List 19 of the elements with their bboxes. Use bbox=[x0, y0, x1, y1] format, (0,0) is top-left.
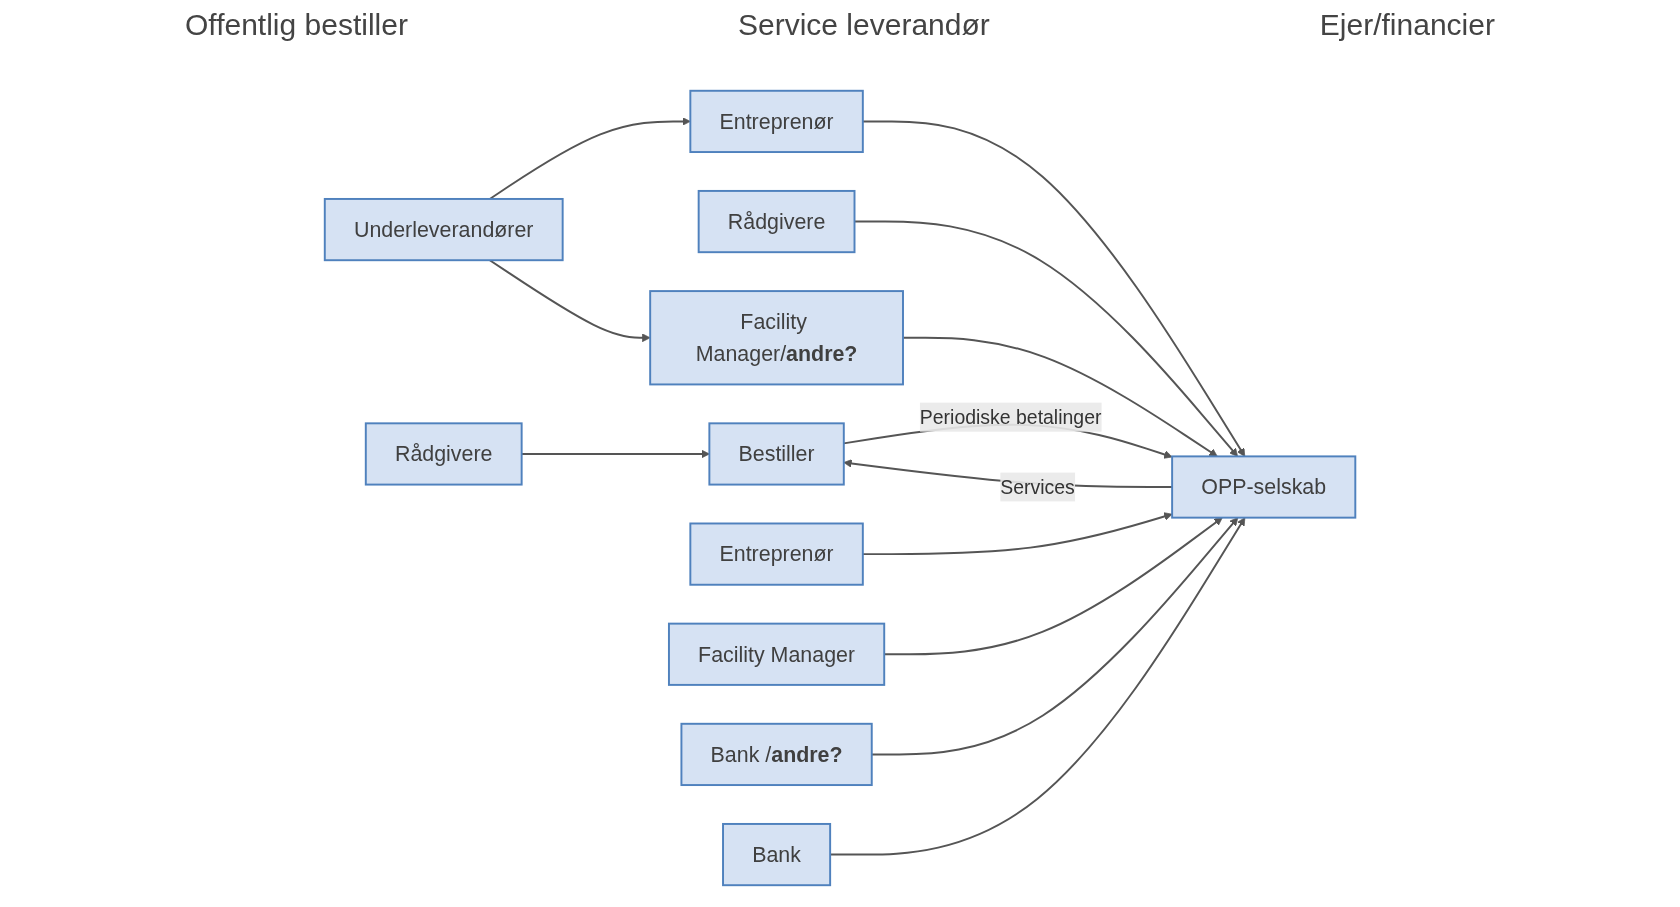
edge-label: Services bbox=[1000, 476, 1075, 498]
node-box: Entreprenør bbox=[689, 522, 864, 586]
node-box: Bank /andre? bbox=[680, 722, 873, 786]
edge-label: Periodiske betalinger bbox=[919, 406, 1102, 428]
node-box: Bank bbox=[722, 823, 832, 887]
column-heading: Ejer/financier bbox=[1319, 8, 1495, 43]
node-box: Bestiller bbox=[708, 422, 845, 486]
node-box: OPP-selskab bbox=[1171, 455, 1357, 519]
arrow bbox=[902, 336, 1218, 457]
node-box: Facility Manager/andre? bbox=[649, 290, 904, 386]
column-heading: Service leverandør bbox=[738, 8, 990, 43]
node-box: Entreprenør bbox=[689, 89, 864, 153]
arrow bbox=[488, 117, 691, 200]
node-box: Rådgivere bbox=[697, 189, 856, 254]
arrow bbox=[488, 259, 651, 343]
node-box: Underleverandører bbox=[323, 198, 564, 262]
node-box: Facility Manager bbox=[667, 622, 886, 686]
node-box: Rådgivere bbox=[364, 422, 523, 486]
column-heading: Offentlig bestiller bbox=[185, 8, 408, 43]
